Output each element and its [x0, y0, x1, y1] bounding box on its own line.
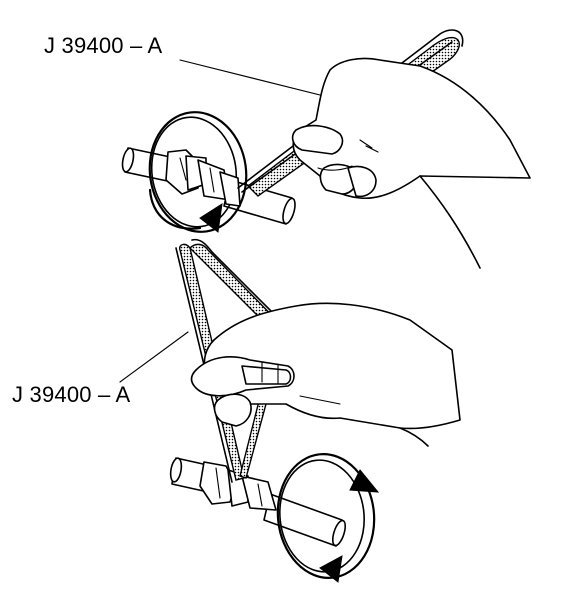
bottom-scene [119, 238, 461, 583]
hand-bottom [190, 302, 461, 447]
tool-callout-top: J 39400 – A [44, 33, 163, 58]
tool-callout-bottom: J 39400 – A [12, 382, 131, 407]
rotation-arrow-bottom [276, 453, 380, 583]
top-scene [121, 29, 531, 269]
leader-line-bottom [119, 331, 189, 383]
fitting-top [165, 149, 241, 207]
leader-line-top [179, 59, 341, 101]
fitting-bottom [199, 461, 277, 511]
hand-top [291, 57, 531, 269]
rotation-arrow-top [148, 111, 248, 233]
